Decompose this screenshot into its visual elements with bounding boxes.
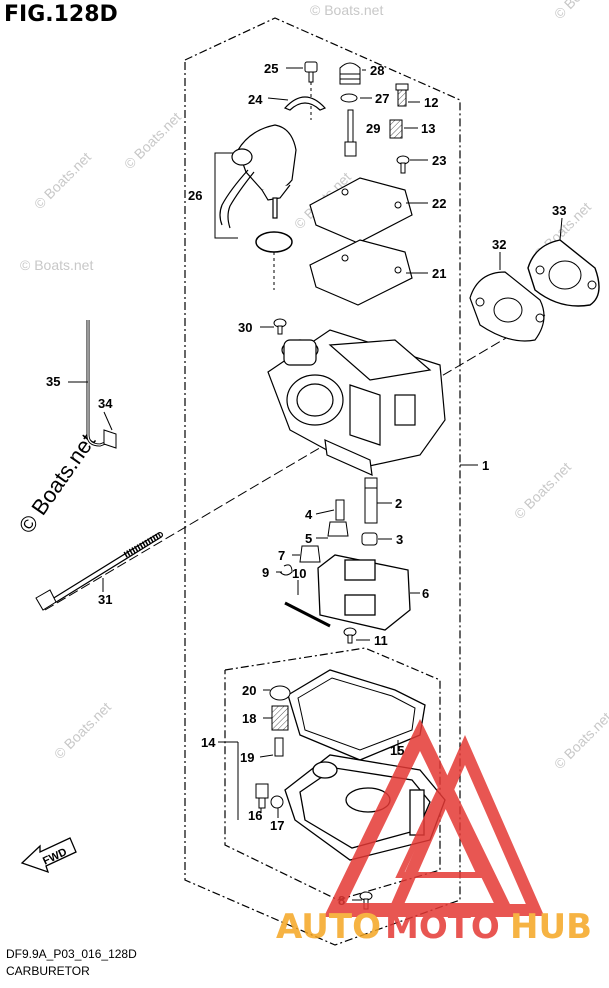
watermark-text: © Boats.net <box>121 109 184 172</box>
callout-10: 10 <box>292 566 306 581</box>
watermark-text: © Boats.net <box>551 0 609 22</box>
part-23-screw <box>396 155 410 174</box>
callout-32: 32 <box>492 237 506 252</box>
leader-lines <box>68 67 563 901</box>
callout-3: 3 <box>396 532 403 547</box>
watermark-text: © Boats.net <box>20 257 93 273</box>
part-17-o-ring <box>270 795 284 809</box>
callout-2: 2 <box>395 496 402 511</box>
logo-part-auto: AUTO <box>276 907 381 947</box>
part-19-screw <box>274 737 284 757</box>
part-24-clip <box>283 96 327 111</box>
watermark-text: © Boats.net <box>31 149 94 212</box>
part-9-clip <box>279 564 293 576</box>
callout-17: 17 <box>270 818 284 833</box>
callout-9: 9 <box>262 565 269 580</box>
part-25-screw <box>304 61 318 120</box>
figure-title: FIG.128D <box>4 2 118 27</box>
callout-1: 1 <box>482 458 489 473</box>
callout-19: 19 <box>240 750 254 765</box>
part-21-gasket <box>309 239 413 306</box>
part-11-screw <box>343 627 357 644</box>
part-35-rod <box>86 320 109 447</box>
part-16-drain-screw <box>255 783 269 809</box>
part-7-needle-valve <box>299 545 321 563</box>
part-15-gasket <box>287 669 426 761</box>
callout-7: 7 <box>278 548 285 563</box>
part-31-bolt <box>35 532 163 611</box>
fwd-arrow-icon: FWD <box>20 837 77 874</box>
callout-5: 5 <box>305 531 312 546</box>
watermark-text: © Boats.net <box>551 709 609 772</box>
watermark-main: © Boats.net <box>14 429 101 538</box>
callout-numbers: 25 24 28 27 12 29 13 23 26 22 21 33 32 3… <box>46 61 566 908</box>
center-axis-line <box>44 314 546 611</box>
part-10-float-pin <box>284 601 331 628</box>
part-3-plug <box>361 532 378 546</box>
callout-27: 27 <box>375 91 389 106</box>
part-22-cover-plate <box>309 177 413 244</box>
callout-14: 14 <box>201 735 216 750</box>
part-12-pilot-screw <box>395 83 409 107</box>
part-1-carburetor-body <box>267 329 446 476</box>
callout-24: 24 <box>248 92 263 107</box>
part-15-gasket-inner <box>297 677 416 751</box>
part-30-screw <box>273 318 287 335</box>
watermark-text: © Boats.net <box>310 2 383 18</box>
callout-29: 29 <box>366 121 380 136</box>
part-4-jet <box>335 499 345 521</box>
callout-22: 22 <box>432 196 446 211</box>
callout-28: 28 <box>370 63 384 78</box>
logo-part-moto: MOTO <box>385 907 500 947</box>
callout-20: 20 <box>242 683 256 698</box>
part-18-spring <box>271 705 289 731</box>
callout-4: 4 <box>305 507 313 522</box>
part-20-plug <box>269 685 291 701</box>
automotohub-logo: AUTO MOTO HUB <box>276 718 592 947</box>
callout-34: 34 <box>98 396 113 411</box>
callout-11: 11 <box>374 633 388 648</box>
figure-code: DF9.9A_P03_016_128D <box>6 947 137 961</box>
seal-ring <box>255 231 293 253</box>
part-29-needle <box>344 109 357 157</box>
part-33-insulator <box>527 239 600 307</box>
callout-31: 31 <box>98 592 112 607</box>
callout-26: 26 <box>188 188 202 203</box>
part-35-rod-inner <box>87 320 109 446</box>
watermark-text: © Boats.net <box>51 699 114 762</box>
callout-6: 6 <box>422 586 429 601</box>
part-2-main-nozzle <box>364 477 378 524</box>
callout-33: 33 <box>552 203 566 218</box>
callout-13: 13 <box>421 121 435 136</box>
part-5-main-jet <box>327 521 349 537</box>
callout-bracket-26 <box>214 152 238 239</box>
callout-12: 12 <box>424 95 438 110</box>
callout-16: 16 <box>248 808 262 823</box>
part-28-boot <box>339 62 361 85</box>
part-6-float <box>317 554 411 631</box>
part-13-spring <box>389 119 403 139</box>
watermark-text: © Boats.net <box>511 459 574 522</box>
callout-15: 15 <box>390 743 404 758</box>
part-26-choke-solenoid <box>219 124 297 229</box>
part-32-gasket <box>469 271 545 342</box>
part-34-clip <box>103 429 117 449</box>
logo-part-hub: HUB <box>510 907 592 947</box>
assembly-outline <box>184 17 461 946</box>
callout-30: 30 <box>238 320 252 335</box>
figure-name: CARBURETOR <box>6 964 90 978</box>
callout-18: 18 <box>242 711 256 726</box>
callout-23: 23 <box>432 153 446 168</box>
callout-21: 21 <box>432 266 446 281</box>
part-27-o-ring <box>340 93 358 103</box>
callout-25: 25 <box>264 61 278 76</box>
callout-35: 35 <box>46 374 60 389</box>
